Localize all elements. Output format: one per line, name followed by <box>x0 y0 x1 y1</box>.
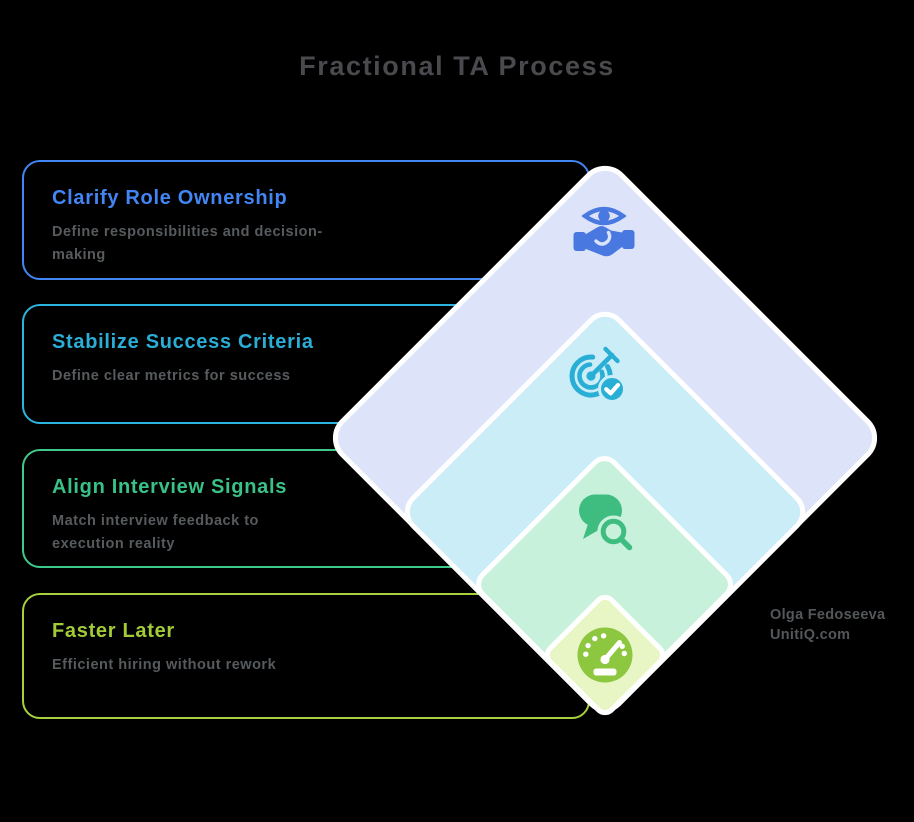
step-title: Faster Later <box>52 620 175 642</box>
chat-search-icon <box>572 491 636 556</box>
page-title: Fractional TA Process <box>299 51 615 81</box>
attribution-author: Olga Fedoseeva <box>770 607 886 623</box>
step-card-stabilize-success-criteria: Stabilize Success Criteria Define clear … <box>22 304 590 424</box>
step-title: Stabilize Success Criteria <box>52 331 314 353</box>
step-description: Define clear metrics for success <box>52 368 291 384</box>
oversight-handshake-icon <box>572 201 636 264</box>
step-card-align-interview-signals: Align Interview Signals Match interview … <box>22 449 590 568</box>
target-check-icon <box>567 344 631 413</box>
step-description: Efficient hiring without rework <box>52 657 277 673</box>
step-description: Define responsibilities and decision- ma… <box>52 224 323 264</box>
attribution-website: UnitiQ.com <box>770 627 851 644</box>
speedometer-icon <box>573 623 637 692</box>
step-card-faster-later: Faster Later Efficient hiring without re… <box>22 593 590 719</box>
step-title: Align Interview Signals <box>52 476 288 498</box>
step-title: Clarify Role Ownership <box>52 187 288 209</box>
step-description: Match interview feedback to execution re… <box>52 513 259 553</box>
step-card-clarify-role-ownership: Clarify Role Ownership Define responsibi… <box>22 160 590 280</box>
attribution: Olga Fedoseeva UnitiQ.com <box>770 605 885 646</box>
